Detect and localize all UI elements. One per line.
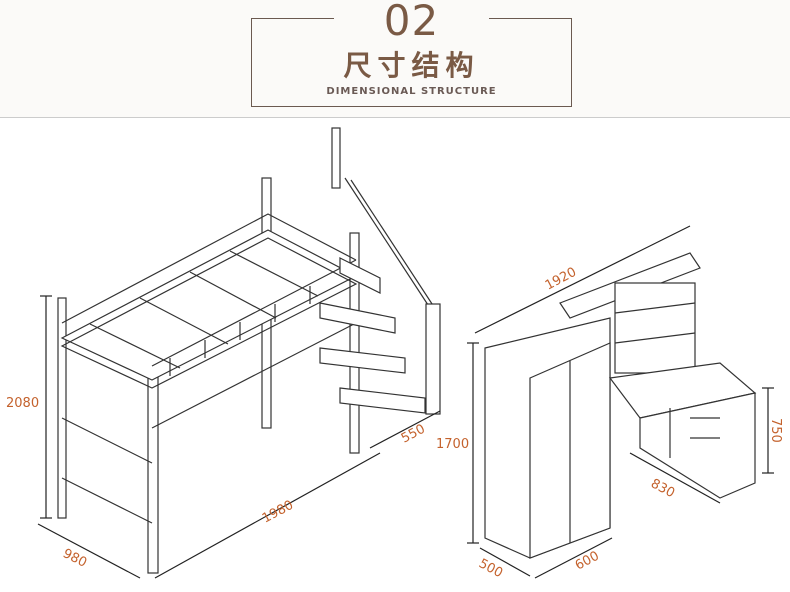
loft-bed-illustration xyxy=(57,127,441,574)
divider xyxy=(0,117,790,118)
header-frame: 02 尺寸结构 DIMENSIONAL STRUCTURE xyxy=(251,0,572,107)
bed-width-label: 980 xyxy=(60,546,89,571)
section-subtitle: DIMENSIONAL STRUCTURE xyxy=(326,86,497,97)
dimension-lines xyxy=(37,225,774,579)
total-height-label: 1700 xyxy=(436,437,469,452)
bed-length-label: 1980 xyxy=(260,498,296,527)
section-title: 尺寸结构 xyxy=(343,49,480,82)
stair-depth-label: 550 xyxy=(399,422,428,447)
wardrobe-desk-illustration xyxy=(484,252,757,559)
desk-height-label: 750 xyxy=(768,418,783,443)
dimension-drawing: 2080 980 1980 550 1700 1920 500 600 830 … xyxy=(6,127,783,581)
bed-height-label: 2080 xyxy=(6,396,39,411)
section-number: 02 xyxy=(383,0,440,45)
desk-length-label: 1920 xyxy=(543,265,579,294)
cabinet-width-label: 600 xyxy=(573,549,602,574)
desk-depth-label: 830 xyxy=(648,476,677,501)
section-header: 02 尺寸结构 DIMENSIONAL STRUCTURE xyxy=(0,0,790,118)
